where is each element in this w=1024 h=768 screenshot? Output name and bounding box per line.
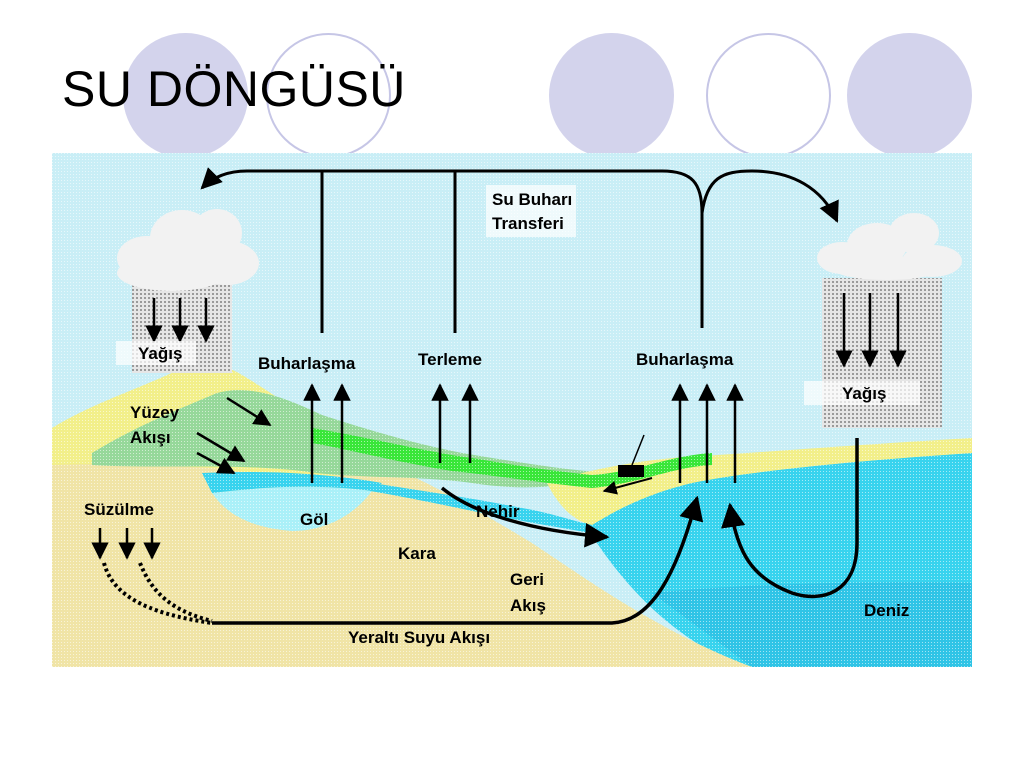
label-infiltration: Süzülme bbox=[84, 500, 154, 519]
water-cycle-diagram: Su Buharı Transferi Yağış Yağış Buharlaş… bbox=[52, 153, 972, 667]
decor-circle-5 bbox=[847, 33, 972, 158]
river-flow-arrow bbox=[440, 486, 610, 548]
decor-circle-4 bbox=[706, 33, 831, 158]
label-vapor-transfer-2: Transferi bbox=[492, 214, 564, 233]
rain-cloud-icon bbox=[817, 213, 962, 428]
decor-circle-1 bbox=[123, 33, 248, 158]
label-groundwater-flow: Yeraltı Suyu Akışı bbox=[348, 628, 490, 647]
decor-circle-3 bbox=[549, 33, 674, 158]
rain-band-right bbox=[822, 278, 942, 428]
label-river: Nehir bbox=[476, 502, 520, 521]
decor-circle-2 bbox=[266, 33, 391, 158]
label-surface-runoff: Yüzey bbox=[130, 403, 180, 422]
label-precipitation-left: Yağış bbox=[138, 344, 182, 363]
label-lake: Göl bbox=[300, 510, 328, 529]
infiltration-path bbox=[102, 562, 213, 625]
label-evaporation-lake: Buharlaşma bbox=[258, 354, 356, 373]
label-evaporation-sea: Buharlaşma bbox=[636, 350, 734, 369]
surface-runoff-arrows bbox=[196, 396, 272, 475]
label-transpiration: Terleme bbox=[418, 350, 482, 369]
sea-return-arrow bbox=[721, 438, 859, 599]
evaporation-arrows bbox=[303, 383, 744, 483]
label-land: Kara bbox=[398, 544, 436, 563]
label-return-flow-2: Akış bbox=[510, 596, 546, 615]
groundwater-flow-arrow bbox=[212, 495, 704, 625]
infiltration-arrows bbox=[91, 528, 161, 560]
label-vapor-transfer: Su Buharı bbox=[492, 190, 572, 209]
slide-title: SU DÖNGÜSÜ bbox=[62, 61, 406, 117]
label-sea: Deniz bbox=[864, 601, 909, 620]
label-precipitation-right: Yağış bbox=[842, 384, 886, 403]
vapor-transfer-arrows bbox=[200, 167, 839, 333]
label-surface-runoff-2: Akışı bbox=[130, 428, 171, 447]
coastal-arrow bbox=[602, 477, 653, 495]
ship-icon bbox=[618, 434, 645, 477]
label-return-flow: Geri bbox=[510, 570, 544, 589]
infiltration-path-2 bbox=[138, 562, 213, 623]
